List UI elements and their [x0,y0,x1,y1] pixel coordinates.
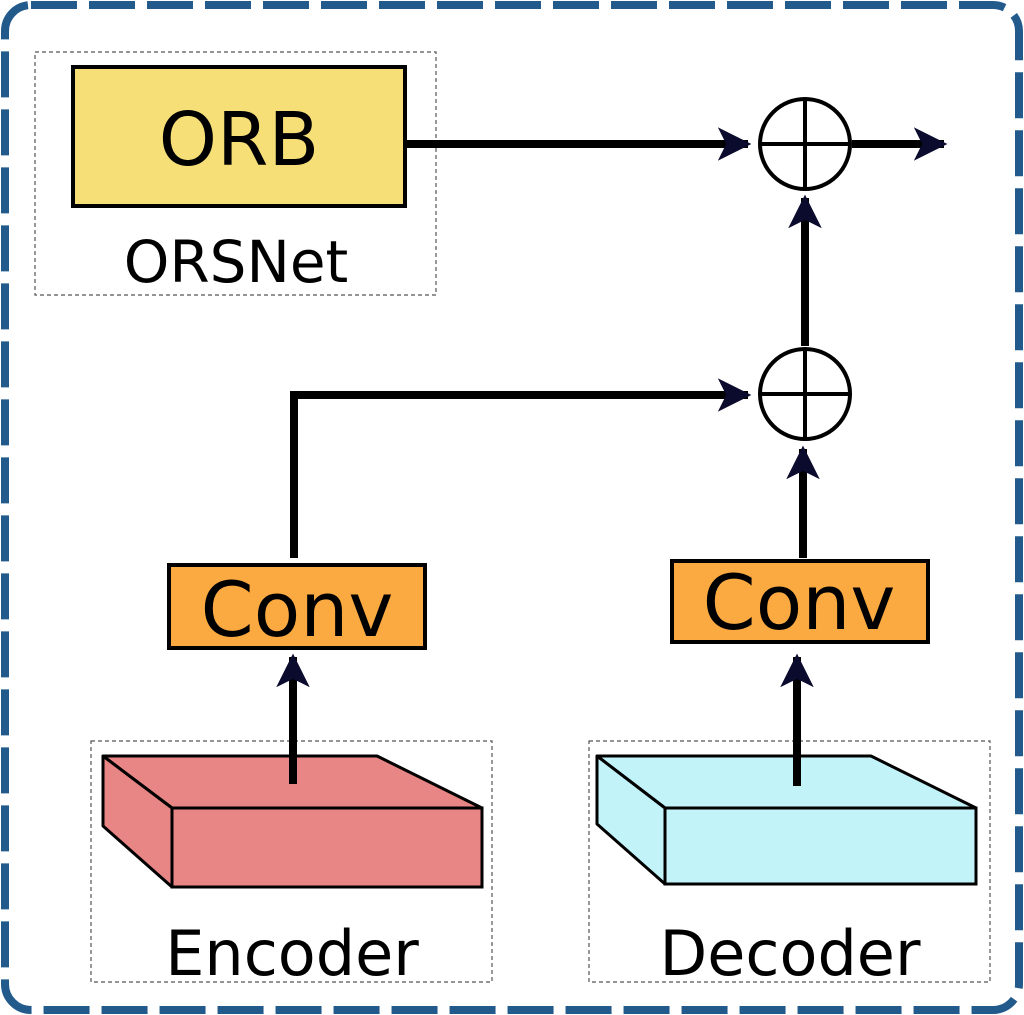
encoder-dashed-box [90,740,493,983]
encoder-conv-label: Conv [201,565,394,654]
decoder-caption: Decoder [660,917,921,990]
decoder-dashed-box [588,740,991,983]
encoder-conv-skip-arrow [290,378,752,558]
orb-label: ORB [159,97,319,183]
orb-block [71,65,407,208]
encoder-caption: Encoder [165,917,419,990]
decoder-feature-block [595,754,978,886]
decoder-group: Decoder [588,740,991,990]
decoder-conv-label: Conv [703,558,896,647]
decoder-conv-block [670,559,930,644]
encoder-conv-block [167,563,427,650]
encoder-group: Encoder [90,740,493,990]
upper-add-icon [758,97,852,191]
orsnet-group: ORB ORSNet [34,51,437,296]
lower-add-icon [758,347,852,441]
orsnet-caption: ORSNet [124,228,349,296]
